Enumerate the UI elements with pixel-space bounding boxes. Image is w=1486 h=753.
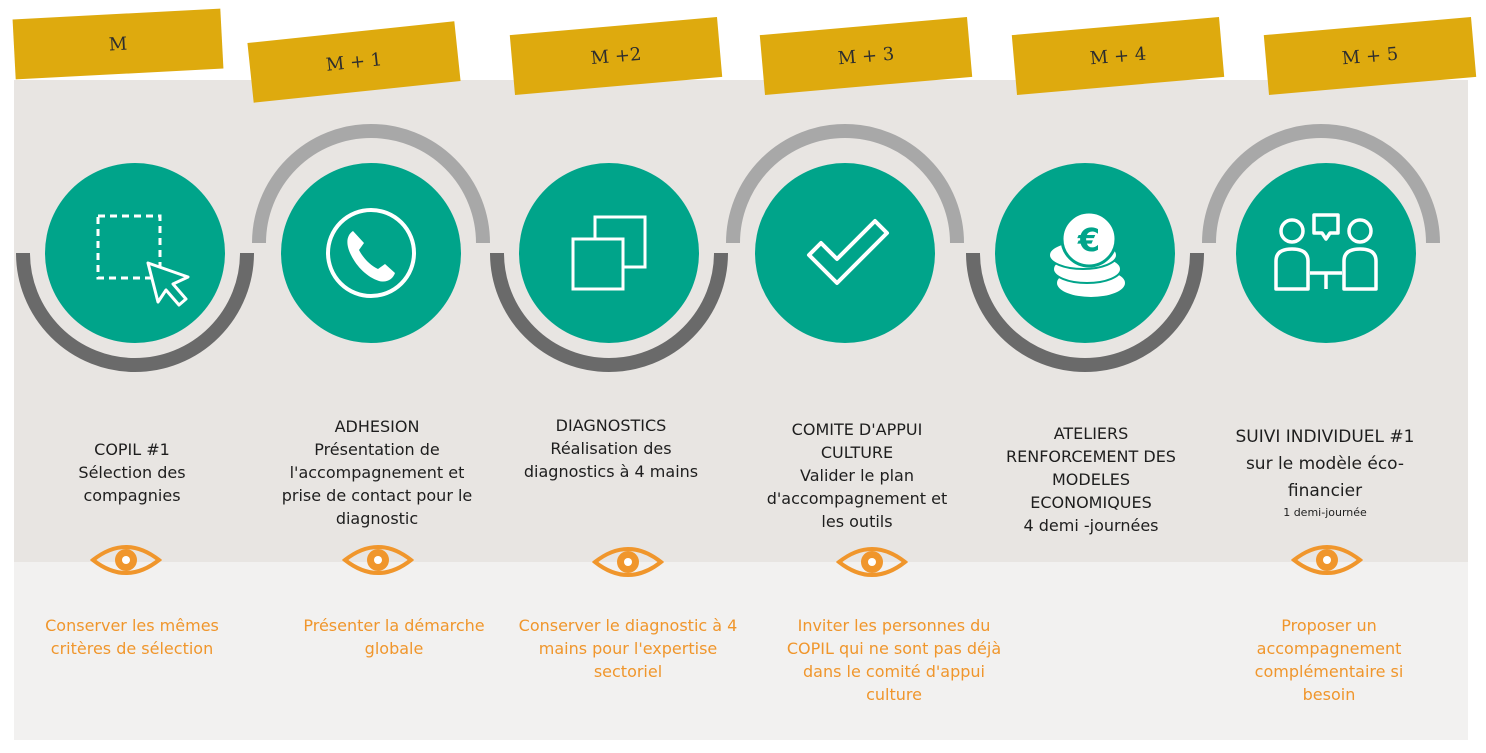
step-title: COPIL #1	[94, 440, 170, 459]
step-line: diagnostic	[335, 509, 419, 528]
step-line: MODELES	[1051, 470, 1130, 489]
step-note-2: Conserver le diagnostic à 4 mains pour l…	[518, 616, 738, 681]
arc-top-5	[1202, 124, 1440, 244]
step-line: l'accompagnement et	[289, 463, 465, 482]
step-line: CULTURE	[820, 443, 894, 462]
step-title: SUIVI INDIVIDUEL #1	[1235, 427, 1415, 447]
step-caption-4: ATELIERS RENFORCEMENT DES MODELES ECONOM…	[976, 422, 1206, 537]
arc-bottom-4	[966, 252, 1204, 372]
step-title: ADHESION	[334, 417, 420, 436]
step-line: Présentation de	[314, 440, 440, 459]
step-line: 4 demi -journées	[1023, 516, 1159, 535]
svg-text:€: €	[1077, 221, 1100, 259]
eye-icon	[90, 545, 162, 575]
step-circle-5	[1236, 163, 1416, 343]
people-chat-icon	[1274, 213, 1378, 291]
step-line: financier	[1287, 481, 1363, 501]
step-caption-3: COMITE D'APPUI CULTURE Valider le plan d…	[742, 418, 972, 533]
overlapping-squares-icon	[571, 215, 647, 291]
step-caption-5: SUIVI INDIVIDUEL #1 sur le modèle éco- f…	[1210, 424, 1440, 520]
step-circle-0	[45, 163, 225, 343]
step-line: Sélection des	[78, 463, 186, 482]
step-note-1: Présenter la démarche globale	[303, 616, 485, 658]
step-caption-2: DIAGNOSTICS Réalisation des diagnostics …	[496, 414, 726, 483]
phone-icon	[326, 208, 416, 298]
step-note-3: Inviter les personnes du COPIL qui ne so…	[786, 616, 1002, 704]
timeline-band	[14, 80, 1468, 562]
step-title: DIAGNOSTICS	[555, 416, 667, 435]
euro-coins-icon: €	[1048, 210, 1125, 297]
step-line: sur le modèle éco-	[1245, 454, 1405, 474]
notes-band	[14, 562, 1468, 740]
step-circle-3	[755, 163, 935, 343]
step-duration: 1 demi-journée	[1283, 506, 1367, 519]
step-circle-4: €	[995, 163, 1175, 343]
step-caption-1: ADHESION Présentation de l'accompagnemen…	[262, 415, 492, 530]
step-line: les outils	[821, 512, 893, 531]
step-circle-2	[519, 163, 699, 343]
step-line: compagnies	[83, 486, 181, 505]
step-line: RENFORCEMENT DES	[1006, 447, 1176, 466]
selection-cursor-icon	[96, 214, 190, 307]
step-title: ATELIERS	[1053, 424, 1129, 443]
arc-bottom-0	[16, 252, 254, 372]
step-line: Réalisation des	[550, 439, 672, 458]
eye-icon	[836, 547, 908, 577]
eye-icon	[342, 545, 414, 575]
arc-top-1	[252, 124, 490, 244]
step-line: diagnostics à 4 mains	[523, 462, 699, 481]
eye-icon	[1291, 545, 1363, 575]
arc-bottom-2	[490, 252, 728, 372]
step-caption-0: COPIL #1 Sélection des compagnies	[17, 438, 247, 507]
step-line: ECONOMIQUES	[1030, 493, 1152, 512]
step-title: COMITE D'APPUI	[791, 420, 923, 439]
arc-top-3	[726, 124, 964, 244]
step-line: prise de contact pour le	[281, 486, 473, 505]
checkmark-icon	[807, 219, 889, 285]
step-circle-1	[281, 163, 461, 343]
eye-icon	[592, 547, 664, 577]
step-note-5: Proposer un accompagnement complémentair…	[1254, 616, 1404, 704]
step-note-0: Conserver les mêmes critères de sélectio…	[45, 616, 219, 658]
step-line: d'accompagnement et	[766, 489, 948, 508]
step-line: Valider le plan	[800, 466, 914, 485]
